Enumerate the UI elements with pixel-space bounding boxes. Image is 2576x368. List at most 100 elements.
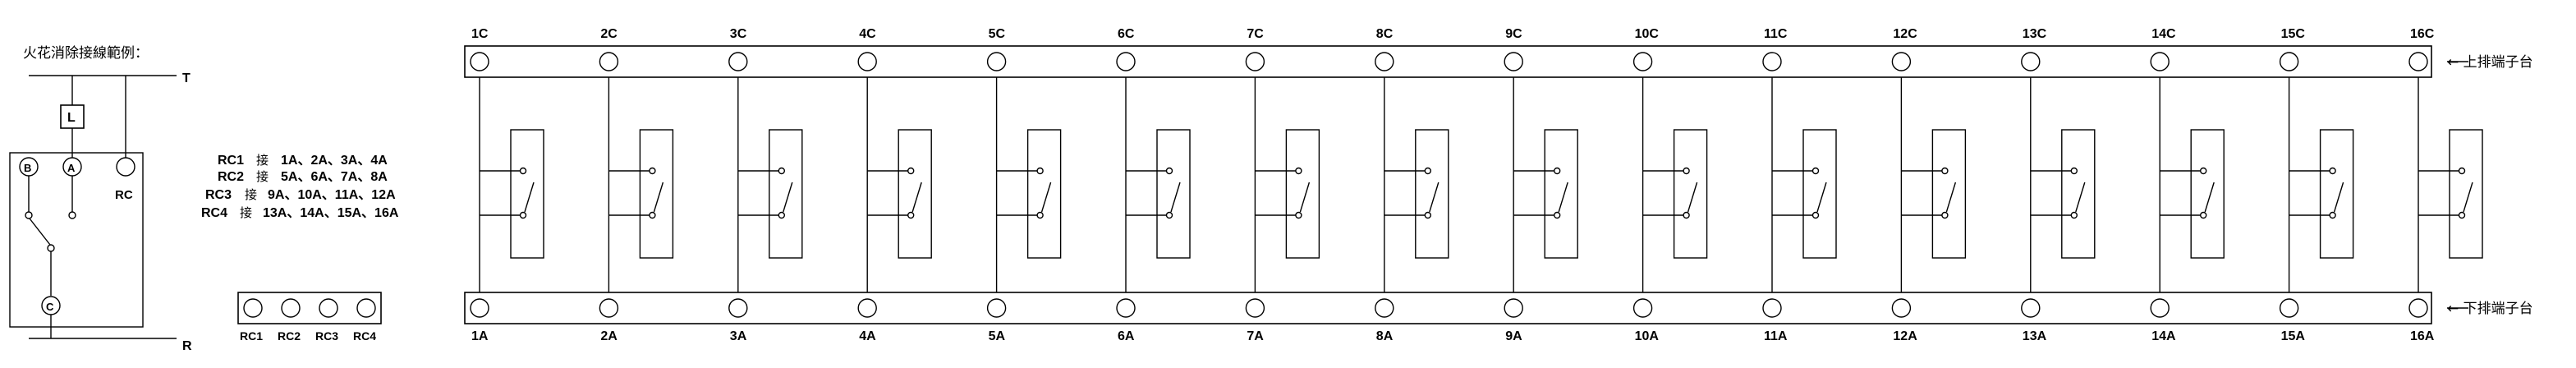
top-terminal	[728, 52, 748, 71]
relay-contact	[1165, 167, 1173, 175]
relay-contact	[1036, 167, 1044, 175]
label-c: C	[46, 301, 54, 313]
example-title: 火花消除接線範例：	[23, 45, 149, 62]
terminal-column: 13C 13A	[2021, 27, 2096, 343]
top-terminal-label: 5C	[989, 27, 1006, 41]
relay-contact	[519, 211, 527, 219]
relay-contact	[778, 167, 785, 175]
bottom-terminal-label: 9A	[1505, 329, 1522, 343]
top-terminal-label: 7C	[1247, 27, 1264, 41]
relay-contact	[2199, 211, 2207, 219]
bottom-terminal-label: 5A	[989, 329, 1006, 343]
mapping-row: RC2 接 5A、6A、7A、8A	[218, 169, 388, 184]
top-terminal	[1375, 52, 1394, 71]
relay-arm	[1687, 182, 1698, 213]
rc-block-label: RC1	[240, 329, 263, 343]
relay-contact	[1165, 211, 1173, 219]
relay-contact	[2070, 167, 2078, 175]
relay-arm	[653, 182, 664, 213]
terminal-column: 5C 5A	[986, 27, 1062, 343]
relay-arm	[1558, 182, 1568, 213]
relay-contact	[1941, 211, 1949, 219]
top-terminal-label: 12C	[1893, 27, 1917, 41]
bottom-terminal-bar	[464, 292, 2432, 324]
mapping-row: RC1 接 1A、2A、3A、4A	[218, 153, 388, 168]
bottom-terminal	[1375, 298, 1394, 318]
bottom-terminal-label: 10A	[1635, 329, 1660, 343]
load-box	[60, 104, 85, 129]
label-r: R	[182, 339, 192, 353]
relay-box	[898, 129, 932, 259]
label-rc: RC	[115, 188, 133, 202]
relay-contact	[1295, 167, 1302, 175]
relay-box	[1156, 129, 1191, 259]
relay-contact	[2329, 167, 2336, 175]
relay-box	[1415, 129, 1449, 259]
label-t: T	[182, 71, 191, 85]
bottom-terminal	[728, 298, 748, 318]
relay-box	[1285, 129, 1320, 259]
top-terminal-label: 4C	[859, 27, 876, 41]
top-terminal-label: 10C	[1635, 27, 1660, 41]
top-terminal-label: 15C	[2281, 27, 2306, 41]
relay-box	[769, 129, 803, 259]
bottom-terminal-label: 15A	[2281, 329, 2306, 343]
bottom-terminal-label: 13A	[2023, 329, 2047, 343]
bottom-terminal	[599, 298, 619, 318]
relay-contact	[2458, 167, 2466, 175]
top-terminal	[2021, 52, 2041, 71]
top-terminal	[2408, 52, 2428, 71]
switch-arm	[29, 218, 51, 246]
bottom-terminal	[1504, 298, 1523, 318]
contact-a	[68, 211, 76, 219]
bottom-terminal	[1891, 298, 1912, 318]
relay-arm	[2075, 182, 2086, 213]
relay-contact	[1811, 167, 1820, 175]
relay-contact	[519, 167, 527, 175]
label-l: L	[67, 111, 76, 125]
relay-box	[1931, 129, 1967, 259]
mapping-symbol: 接	[256, 169, 269, 184]
relay-box	[510, 129, 544, 259]
top-terminal	[2279, 52, 2299, 71]
terminal-column: 10C 10A	[1632, 27, 1708, 343]
bottom-terminal-label: 16A	[2410, 329, 2435, 343]
relay-contact	[2458, 211, 2466, 219]
relay-contact	[1941, 167, 1949, 175]
top-terminal	[1762, 52, 1782, 71]
relay-box	[1802, 129, 1837, 259]
top-terminal-label: 3C	[730, 27, 747, 41]
mapping-symbol: 接	[240, 205, 252, 220]
mapping-rc: RC1	[218, 154, 244, 168]
top-terminal	[470, 52, 489, 71]
mapping-row: RC3 接 9A、10A、11A、12A	[205, 187, 396, 202]
contact-common	[47, 244, 55, 252]
relay-contact	[1683, 167, 1690, 175]
bottom-terminal-label: 8A	[1376, 329, 1394, 343]
relay-contact	[778, 211, 785, 219]
relay-arm	[2463, 182, 2473, 213]
relay-arm	[1170, 182, 1181, 213]
top-terminal	[1891, 52, 1912, 71]
relay-contact	[649, 211, 656, 219]
relay-contact	[1553, 211, 1561, 219]
relay-arm	[2204, 182, 2215, 213]
terminal-column: 15C 15A	[2279, 27, 2354, 343]
bottom-terminal	[986, 298, 1007, 318]
mapping-rc: RC4	[201, 206, 227, 220]
spark-suppression-example: 火花消除接線範例： T R L B A RC	[9, 45, 192, 353]
relay-contact	[1553, 167, 1561, 175]
top-terminal	[2150, 52, 2170, 71]
top-terminal-label: 13C	[2023, 27, 2047, 41]
relay-contact	[2199, 167, 2207, 175]
relay-box	[2449, 129, 2483, 259]
top-terminal-label: 6C	[1118, 27, 1135, 41]
top-terminal-label: 2C	[600, 27, 618, 41]
